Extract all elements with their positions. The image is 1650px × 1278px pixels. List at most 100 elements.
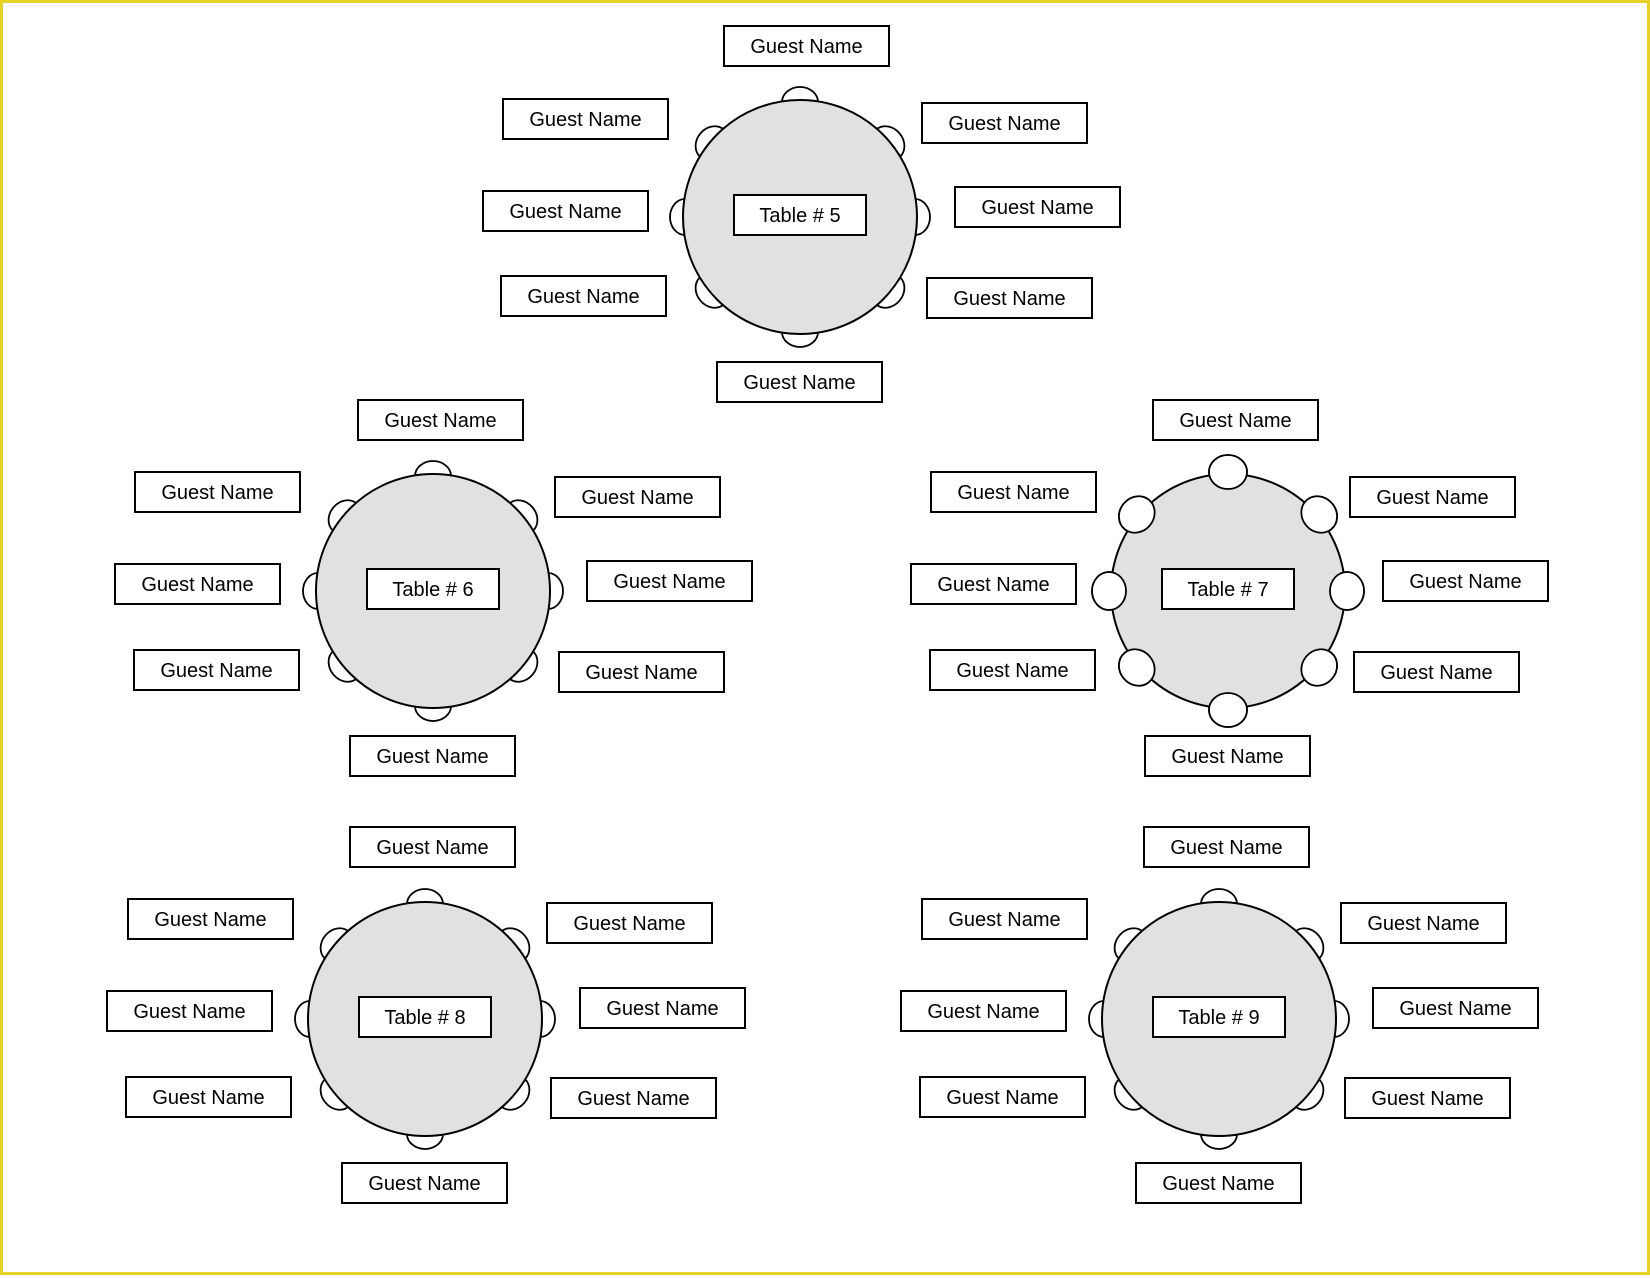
table-label: Table # 6	[392, 579, 473, 601]
guest-name-box[interactable]	[579, 987, 746, 1029]
guest-name-box[interactable]	[1135, 1162, 1302, 1204]
guest-name: Guest Name	[376, 746, 488, 768]
chair	[1091, 571, 1127, 611]
guest-name-box[interactable]	[114, 563, 281, 605]
guest-name: Guest Name	[368, 1173, 480, 1195]
guest-name: Guest Name	[606, 998, 718, 1020]
guest-name: Guest Name	[527, 286, 639, 308]
guest-name-box[interactable]	[558, 651, 725, 693]
guest-name: Guest Name	[585, 662, 697, 684]
chair	[1300, 648, 1338, 687]
guest-name-box[interactable]	[1340, 902, 1507, 944]
guest-name-box[interactable]	[357, 399, 524, 441]
guest-name: Guest Name	[937, 574, 1049, 596]
table-label-box[interactable]	[366, 568, 500, 610]
guest-name: Guest Name	[1380, 662, 1492, 684]
guest-name-box[interactable]	[1144, 735, 1311, 777]
guest-name-box[interactable]	[954, 186, 1121, 228]
guest-name-box[interactable]	[586, 560, 753, 602]
guest-name-box[interactable]	[127, 898, 294, 940]
chair	[1208, 692, 1248, 728]
table-label-box[interactable]	[1161, 568, 1295, 610]
guest-name: Guest Name	[743, 372, 855, 394]
guest-name: Guest Name	[529, 109, 641, 131]
table-label: Table # 5	[759, 205, 840, 227]
guest-name-box[interactable]	[930, 471, 1097, 513]
guest-name: Guest Name	[1399, 998, 1511, 1020]
guest-name: Guest Name	[956, 660, 1068, 682]
chair	[1329, 571, 1365, 611]
guest-name: Guest Name	[1179, 410, 1291, 432]
guest-name-box[interactable]	[919, 1076, 1086, 1118]
guest-name: Guest Name	[927, 1001, 1039, 1023]
guest-name: Guest Name	[613, 571, 725, 593]
guest-name-box[interactable]	[910, 563, 1077, 605]
guest-name-box[interactable]	[341, 1162, 508, 1204]
guest-name: Guest Name	[1409, 571, 1521, 593]
guest-name: Guest Name	[161, 482, 273, 504]
chair	[1118, 495, 1156, 534]
guest-name: Guest Name	[1162, 1173, 1274, 1195]
chair	[1118, 648, 1156, 687]
guest-name-box[interactable]	[921, 898, 1088, 940]
guest-name-box[interactable]	[716, 361, 883, 403]
guest-name: Guest Name	[160, 660, 272, 682]
table-label-box[interactable]	[1152, 996, 1286, 1038]
table-label-box[interactable]	[733, 194, 867, 236]
guest-name-box[interactable]	[502, 98, 669, 140]
guest-name: Guest Name	[750, 36, 862, 58]
guest-name-box[interactable]	[550, 1077, 717, 1119]
guest-name: Guest Name	[152, 1087, 264, 1109]
table-label: Table # 8	[384, 1007, 465, 1029]
guest-name-box[interactable]	[500, 275, 667, 317]
guest-name: Guest Name	[948, 909, 1060, 931]
guest-name: Guest Name	[957, 482, 1069, 504]
guest-name-box[interactable]	[926, 277, 1093, 319]
table-label: Table # 7	[1187, 579, 1268, 601]
guest-name-box[interactable]	[1353, 651, 1520, 693]
guest-name-box[interactable]	[482, 190, 649, 232]
table-label-box[interactable]	[358, 996, 492, 1038]
guest-name-box[interactable]	[1372, 987, 1539, 1029]
guest-name-box[interactable]	[1344, 1077, 1511, 1119]
guest-name-box[interactable]	[900, 990, 1067, 1032]
guest-name: Guest Name	[376, 837, 488, 859]
guest-name-box[interactable]	[349, 735, 516, 777]
guest-name-box[interactable]	[546, 902, 713, 944]
guest-name-box[interactable]	[929, 649, 1096, 691]
chair	[1208, 454, 1248, 490]
guest-name: Guest Name	[1376, 487, 1488, 509]
guest-name-box[interactable]	[106, 990, 273, 1032]
guest-name-box[interactable]	[133, 649, 300, 691]
guest-name-box[interactable]	[349, 826, 516, 868]
table-label: Table # 9	[1178, 1007, 1259, 1029]
guest-name: Guest Name	[154, 909, 266, 931]
guest-name: Guest Name	[948, 113, 1060, 135]
guest-name-box[interactable]	[1349, 476, 1516, 518]
guest-name-box[interactable]	[125, 1076, 292, 1118]
guest-name-box[interactable]	[921, 102, 1088, 144]
guest-name: Guest Name	[141, 574, 253, 596]
guest-name: Guest Name	[953, 288, 1065, 310]
guest-name-box[interactable]	[1143, 826, 1310, 868]
guest-name-box[interactable]	[554, 476, 721, 518]
guest-name-box[interactable]	[1382, 560, 1549, 602]
guest-name-box[interactable]	[723, 25, 890, 67]
guest-name: Guest Name	[509, 201, 621, 223]
guest-name: Guest Name	[581, 487, 693, 509]
guest-name: Guest Name	[133, 1001, 245, 1023]
guest-name-box[interactable]	[134, 471, 301, 513]
guest-name: Guest Name	[1170, 837, 1282, 859]
guest-name: Guest Name	[573, 913, 685, 935]
guest-name: Guest Name	[1367, 913, 1479, 935]
guest-name-box[interactable]	[1152, 399, 1319, 441]
guest-name: Guest Name	[946, 1087, 1058, 1109]
guest-name: Guest Name	[384, 410, 496, 432]
